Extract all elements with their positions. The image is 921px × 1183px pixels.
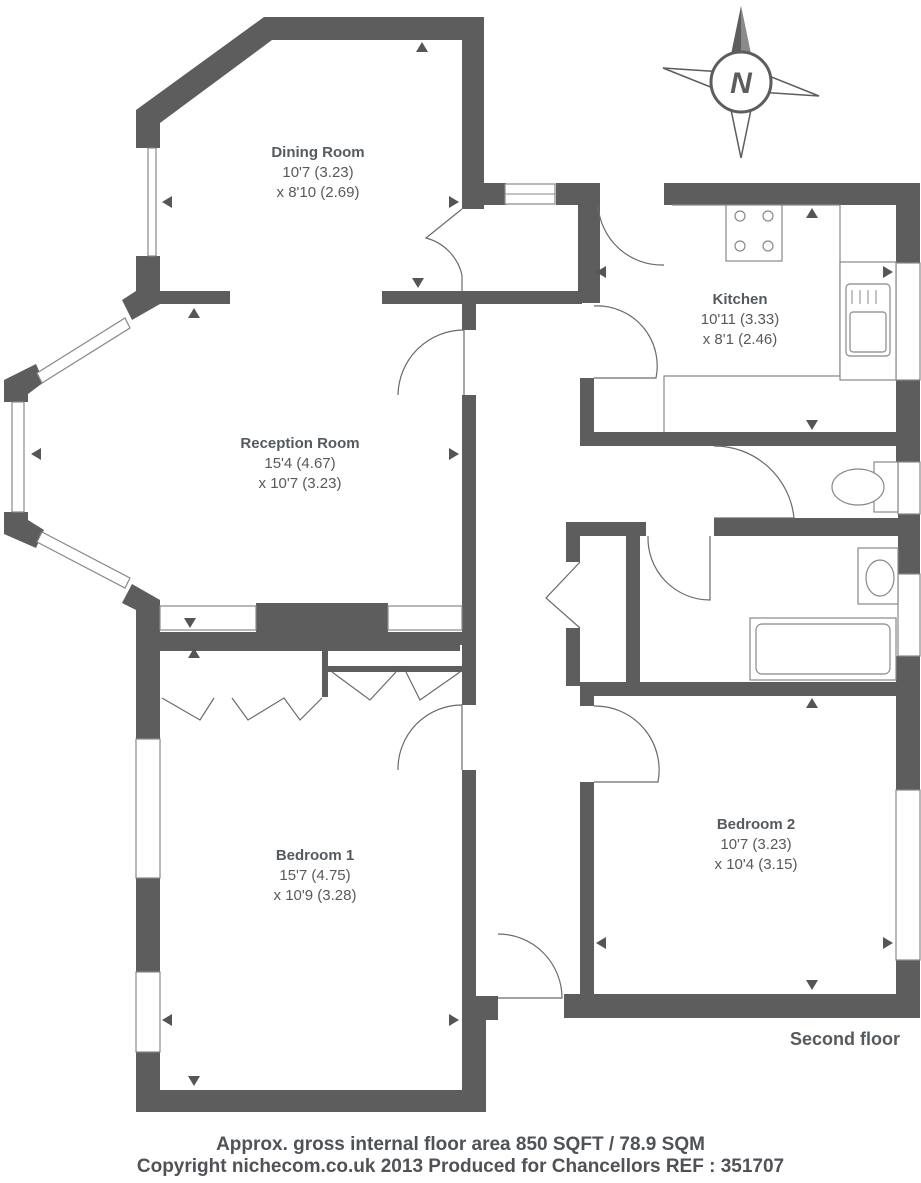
walls — [4, 17, 920, 1112]
room-label-kitchen: Kitchen 10'11 (3.33) x 8'1 (2.46) — [670, 290, 810, 350]
footer-area-text: Approx. gross internal floor area 850 SQ… — [216, 1134, 705, 1155]
floor-label: Second floor — [790, 1029, 901, 1049]
room-name: Dining Room — [271, 144, 365, 161]
room-name: Bedroom 2 — [716, 816, 796, 833]
bathroom-fixtures — [749, 461, 899, 681]
room-label-reception: Reception Room 15'4 (4.67) x 10'7 (3.23) — [220, 434, 380, 494]
doors — [161, 204, 795, 999]
room-dim: x 8'1 (2.46) — [702, 331, 778, 348]
room-label-bedroom-2: Bedroom 2 10'7 (3.23) x 10'4 (3.15) — [676, 815, 836, 875]
dimension-arrows — [31, 42, 893, 1086]
compass-icon: N — [662, 6, 820, 159]
footer-copyright-text: Copyright nichecom.co.uk 2013 Produced f… — [136, 1156, 785, 1177]
room-label-dining: Dining Room 10'7 (3.23) x 8'10 (2.69) — [238, 143, 398, 203]
compass-letter: N — [730, 67, 753, 100]
room-name: Bedroom 1 — [275, 847, 355, 864]
room-dim: x 10'7 (3.23) — [258, 475, 342, 492]
room-dim: 10'11 (3.33) — [700, 311, 780, 328]
kitchen-fixtures — [663, 204, 897, 432]
room-dim: x 8'10 (2.69) — [276, 184, 360, 201]
room-dim: x 10'4 (3.15) — [714, 856, 798, 873]
room-dim: 15'7 (4.75) — [279, 867, 351, 884]
room-name: Kitchen — [712, 291, 768, 308]
room-name: Reception Room — [240, 435, 360, 452]
windows — [11, 147, 921, 1053]
room-dim: 15'4 (4.67) — [264, 455, 336, 472]
room-label-bedroom-1: Bedroom 1 15'7 (4.75) x 10'9 (3.28) — [235, 846, 395, 906]
room-dim: 10'7 (3.23) — [282, 164, 354, 181]
room-dim: 10'7 (3.23) — [720, 836, 792, 853]
room-dim: x 10'9 (3.28) — [273, 887, 357, 904]
